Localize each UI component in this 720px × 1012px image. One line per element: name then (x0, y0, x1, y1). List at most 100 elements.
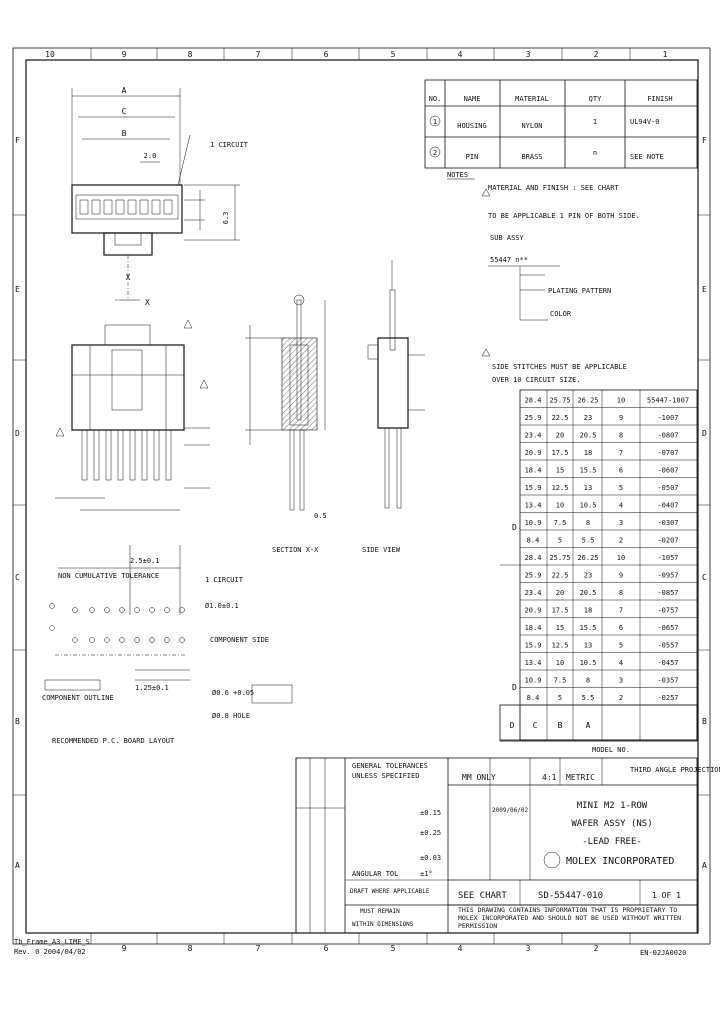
zone-row-d-right: D (702, 429, 707, 438)
chart-cell: 8 (619, 432, 623, 440)
parts-row1-no: 1 (433, 118, 437, 126)
must-remain: MUST REMAIN (360, 908, 400, 915)
pcb-hole3: Ø0.8 HOLE (212, 712, 250, 720)
note-1: MATERIAL AND FINISH : SEE CHART (488, 184, 619, 192)
chart-cell: 8.4 (527, 694, 540, 702)
chart-cell: 7.5 (554, 519, 567, 527)
projection: THIRD ANGLE PROJECTION (630, 766, 720, 774)
zone-col-6: 6 (324, 50, 329, 59)
pcb-hole: Ø1.0±0.1 (205, 602, 239, 610)
chart-cell: 5 (619, 484, 623, 492)
parts-row2-material: BRASS (521, 153, 542, 161)
parts-table: NO. NAME MATERIAL QTY FINISH 1 HOUSING N… (424, 79, 698, 169)
zone-columns-bottom: 9 8 7 6 5 4 3 2 (90, 933, 631, 953)
chart-cell: 18.4 (525, 467, 542, 475)
zone-rows: F E D C B A F E D C B A (13, 136, 710, 870)
zone-row-a: A (15, 861, 20, 870)
chart-cell: 23 (584, 414, 592, 422)
chart-cell: 20 (556, 432, 564, 440)
chart-cell: 25.75 (549, 397, 570, 405)
chart-cell: 8 (619, 589, 623, 597)
chart-cell: 25.9 (525, 572, 542, 580)
parts-row2-finish: SEE NOTE (630, 153, 664, 161)
form-number: EN-02JA0020 (640, 949, 686, 957)
pcb-non-cum: NON CUMULATIVE TOLERANCE (58, 572, 159, 580)
chart-cell: -0507 (657, 484, 678, 492)
zone-row-e-right: E (702, 285, 707, 294)
chart-cell: -0807 (657, 432, 678, 440)
zone-col-8-bottom: 8 (188, 944, 193, 953)
drawn-date: 2009/06/02 (492, 807, 529, 814)
parts-row1-finish: UL94V-0 (630, 118, 660, 126)
parts-header-material: MATERIAL (515, 95, 549, 103)
pcb-dim-125: 1.25±0.1 (135, 684, 169, 692)
chart-cell: 20.5 (580, 432, 597, 440)
zone-col-3-bottom: 3 (526, 944, 531, 953)
chart-cell: 10.9 (525, 677, 542, 685)
chart-cell: 10 (617, 554, 625, 562)
chart-cell: 7 (619, 449, 623, 457)
chart-cell: 13.4 (525, 659, 542, 667)
zone-row-c: C (15, 573, 20, 582)
chart-cell: 22.5 (552, 414, 569, 422)
chart-cell: 13 (584, 484, 592, 492)
zone-row-f-right: F (702, 136, 707, 145)
chart-cell: 5.5 (582, 694, 595, 702)
chart-d-label: D (512, 523, 517, 532)
chart-cell: -0457 (657, 659, 678, 667)
chart-cell: -1007 (657, 414, 678, 422)
notes-block: NOTES MATERIAL AND FINISH : SEE CHART TO… (447, 171, 640, 384)
chart-cell: -0857 (657, 589, 678, 597)
chart-cell: -0557 (657, 642, 678, 650)
front-dim-c: C (122, 107, 127, 116)
pcb-title: RECOMMENDED P.C. BOARD LAYOUT (52, 737, 175, 745)
zone-row-b: B (15, 717, 20, 726)
chart-cell: 6 (619, 624, 623, 632)
chart-cell: 3 (619, 519, 623, 527)
proprietary-notice: THIS DRAWING CONTAINS INFORMATION THAT I… (458, 906, 682, 930)
zone-col-7-bottom: 7 (256, 944, 261, 953)
front-dim-b: B (122, 129, 127, 138)
chart-cell: 8 (586, 677, 590, 685)
parts-header-qty: QTY (589, 95, 602, 103)
chart-footer-d: D (510, 721, 515, 730)
chart-cell: 18 (584, 607, 592, 615)
tol-angular: ANGULAR TOL (352, 870, 398, 878)
parts-row1-material: NYLON (521, 122, 542, 130)
parts-header-no: NO. (429, 95, 442, 103)
chart-footer-a: A (586, 721, 591, 730)
chart-cell: 4 (619, 502, 623, 510)
parts-row2-no: 2 (433, 149, 437, 157)
front-dim-a: A (122, 86, 127, 95)
sheet-no: 1 OF 1 (652, 891, 681, 900)
parts-row2-qty: n (593, 149, 597, 157)
chart-cell: 10.9 (525, 519, 542, 527)
company-name: MOLEX INCORPORATED (566, 856, 674, 867)
note-2: TO BE APPLICABLE 1 PIN OF BOTH SIDE. (488, 212, 640, 220)
side-view: SIDE VIEW (362, 260, 425, 554)
form-corner-line1: Tb_Frame_A3_LIME_S (14, 938, 90, 946)
pcb-hole2: Ø0.6 +0.05 (212, 689, 254, 697)
chart-cell: 15.9 (525, 484, 542, 492)
pcb-circuit: 1 CIRCUIT (205, 576, 244, 584)
chart-cell: 5 (558, 537, 562, 545)
zone-col-8: 8 (188, 50, 193, 59)
chart-footer-b: B (558, 721, 563, 730)
zone-row-b-right: B (702, 717, 707, 726)
pcb-outline: COMPONENT OUTLINE (42, 694, 114, 702)
chart-cell: 20.5 (580, 589, 597, 597)
chart-cell: 20.9 (525, 607, 542, 615)
chart-cell: 9 (619, 572, 623, 580)
form-corner-line2: Rev. 0 2004/04/02 (14, 948, 86, 956)
within-dims: WITHIN DIMENSIONS (352, 921, 414, 928)
zone-col-2-bottom: 2 (594, 944, 599, 953)
zone-col-4-bottom: 4 (458, 944, 463, 953)
chart-cell: 25.9 (525, 414, 542, 422)
parts-header-name: NAME (464, 95, 481, 103)
chart-cell: 10 (556, 659, 564, 667)
chart-cell: -0707 (657, 449, 678, 457)
chart-cell: 23.4 (525, 432, 542, 440)
chart-cell: 6 (619, 467, 623, 475)
parts-row1-name: HOUSING (457, 122, 487, 130)
